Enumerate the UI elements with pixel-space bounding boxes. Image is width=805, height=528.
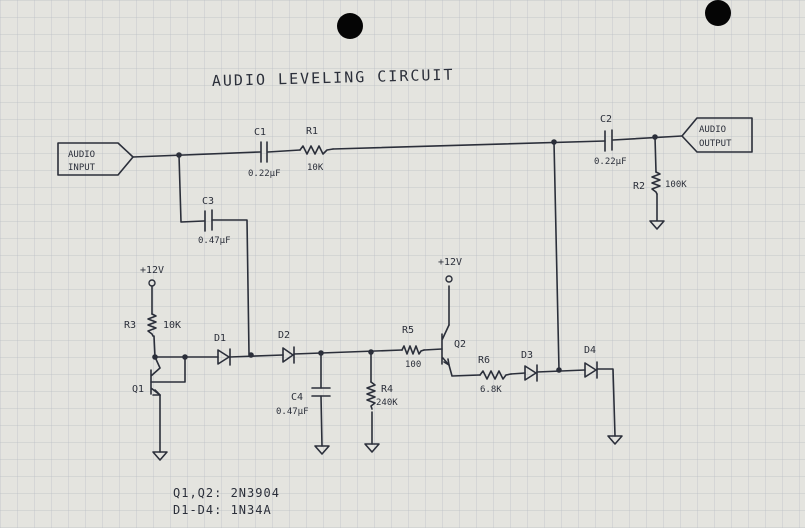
r6-value: 6.8K xyxy=(480,385,502,395)
capacitor-c1: C1 0.22μF xyxy=(248,127,281,179)
wires xyxy=(132,135,683,453)
resistor-r2: R2 100K xyxy=(633,171,687,230)
r6-ref: R6 xyxy=(478,355,490,366)
transistor-q1: Q1 xyxy=(132,356,186,461)
output-port-label-2: OUTPUT xyxy=(699,139,732,149)
resistor-r1: R1 10K xyxy=(299,126,334,173)
r3-ref: R3 xyxy=(124,320,136,331)
capacitor-c3: C3 0.47μF xyxy=(198,196,231,246)
c4-value: 0.47μF xyxy=(276,407,309,417)
r1-ref: R1 xyxy=(306,126,318,137)
r3-value: 10K xyxy=(163,320,181,331)
input-port-label-1: AUDIO xyxy=(68,150,95,160)
resistor-r6: R6 6.8K xyxy=(478,355,512,395)
r1-value: 10K xyxy=(307,163,324,173)
resistor-r3: R3 10K xyxy=(124,313,181,337)
q1-ref: Q1 xyxy=(132,384,144,395)
c1-ref: C1 xyxy=(254,127,266,138)
output-port-label-1: AUDIO xyxy=(699,125,726,135)
d1-ref: D1 xyxy=(214,333,226,344)
d4-ref: D4 xyxy=(584,345,596,356)
transistor-q2: Q2 xyxy=(441,324,466,366)
capacitor-c4: C4 0.47μF xyxy=(276,387,331,455)
c3-ref: C3 xyxy=(202,196,214,207)
audio-output-port: AUDIO OUTPUT xyxy=(681,117,753,153)
d3-ref: D3 xyxy=(521,350,533,361)
c3-value: 0.47μF xyxy=(198,236,231,246)
supply-left-label: +12V xyxy=(140,265,164,276)
resistor-r5: R5 100 xyxy=(401,325,425,370)
c2-ref: C2 xyxy=(600,114,612,125)
input-port-label-2: INPUT xyxy=(68,163,96,173)
r4-value: 240K xyxy=(376,398,398,408)
supply-left: +12V xyxy=(140,265,164,287)
c4-ref: C4 xyxy=(291,392,303,403)
r5-value: 100 xyxy=(405,360,421,370)
junctions xyxy=(152,134,658,373)
q2-ref: Q2 xyxy=(454,339,466,350)
diode-d1: D1 xyxy=(214,333,231,366)
audio-input-port: AUDIO INPUT xyxy=(57,142,134,176)
r5-ref: R5 xyxy=(402,325,414,336)
c2-value: 0.22μF xyxy=(594,157,627,167)
note-transistors: Q1,Q2: 2N3904 xyxy=(173,486,280,500)
r4-ref: R4 xyxy=(381,384,393,395)
supply-right: +12V xyxy=(438,257,462,283)
diode-d3: D3 xyxy=(521,350,538,382)
capacitor-c2: C2 0.22μF xyxy=(594,114,627,167)
diode-d2: D2 xyxy=(278,330,295,364)
punch-hole-right xyxy=(705,0,731,26)
diode-d4: D4 xyxy=(584,345,623,445)
c1-value: 0.22μF xyxy=(248,169,281,179)
d2-ref: D2 xyxy=(278,330,290,341)
resistor-r4: R4 240K xyxy=(364,381,398,453)
punch-hole-left xyxy=(337,13,363,39)
r2-value: 100K xyxy=(665,180,687,190)
note-diodes: D1-D4: 1N34A xyxy=(173,503,272,517)
supply-right-label: +12V xyxy=(438,257,462,268)
r2-ref: R2 xyxy=(633,181,645,192)
